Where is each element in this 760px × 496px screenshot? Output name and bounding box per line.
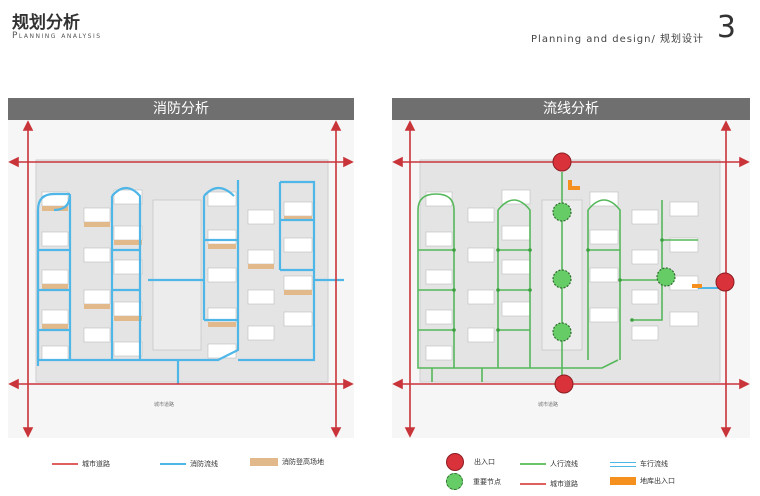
- circulation-analysis-panel: 流线分析: [392, 98, 750, 438]
- legend-swatch: [520, 463, 546, 465]
- legend-label: 消防流线: [190, 460, 218, 468]
- legend-swatch: [250, 458, 278, 466]
- section-label: Planning and design/ 规划设计: [531, 34, 704, 45]
- legend-label: 消防登高场地: [282, 458, 324, 466]
- legend-swatch: [52, 463, 78, 465]
- legend-item-pedestrian: 人行流线: [520, 459, 578, 469]
- legend-label: 人行流线: [550, 460, 578, 468]
- circulation-analysis-plan: [392, 120, 750, 438]
- legend-item-city-road: 城市道路: [520, 479, 578, 489]
- city-road-label: 城市道路: [538, 402, 559, 408]
- legend-swatch: [520, 483, 546, 485]
- fire-analysis-map: 城市道路: [8, 120, 354, 438]
- legend-label: 出入口: [474, 458, 495, 466]
- legend-label: 地库出入口: [640, 477, 675, 485]
- legend-item-node: 重要节点: [446, 473, 501, 490]
- circulation-analysis-map: 城市道路: [392, 120, 750, 438]
- legend-swatch: [160, 463, 186, 465]
- page-title: 规划分析: [12, 13, 80, 33]
- legend-item-fire-lane: 消防流线: [160, 459, 218, 469]
- fire-analysis-title: 消防分析: [8, 98, 354, 120]
- legend-swatch: [610, 477, 636, 485]
- city-road-label: 城市道路: [154, 402, 175, 408]
- legend-label: 城市道路: [82, 460, 110, 468]
- legend-swatch: [446, 473, 463, 490]
- legend-item-fire-area: 消防登高场地: [250, 457, 324, 467]
- fire-analysis-panel: 消防分析: [8, 98, 354, 438]
- legend-item-entrance: 出入口: [446, 453, 495, 471]
- legend-label: 车行流线: [640, 460, 668, 468]
- page-subtitle: Planning analysis: [12, 31, 102, 41]
- legend-swatch: [610, 461, 636, 467]
- legend-item-city-road: 城市道路: [52, 459, 110, 469]
- legend-item-garage: 地库出入口: [610, 476, 675, 486]
- fire-analysis-plan: [8, 120, 354, 438]
- circulation-analysis-title: 流线分析: [392, 98, 750, 120]
- legend-swatch: [446, 453, 464, 471]
- page-number: 3: [716, 10, 736, 45]
- legend-label: 重要节点: [473, 477, 501, 486]
- legend-label: 城市道路: [550, 480, 578, 488]
- legend-item-vehicle: 车行流线: [610, 459, 668, 469]
